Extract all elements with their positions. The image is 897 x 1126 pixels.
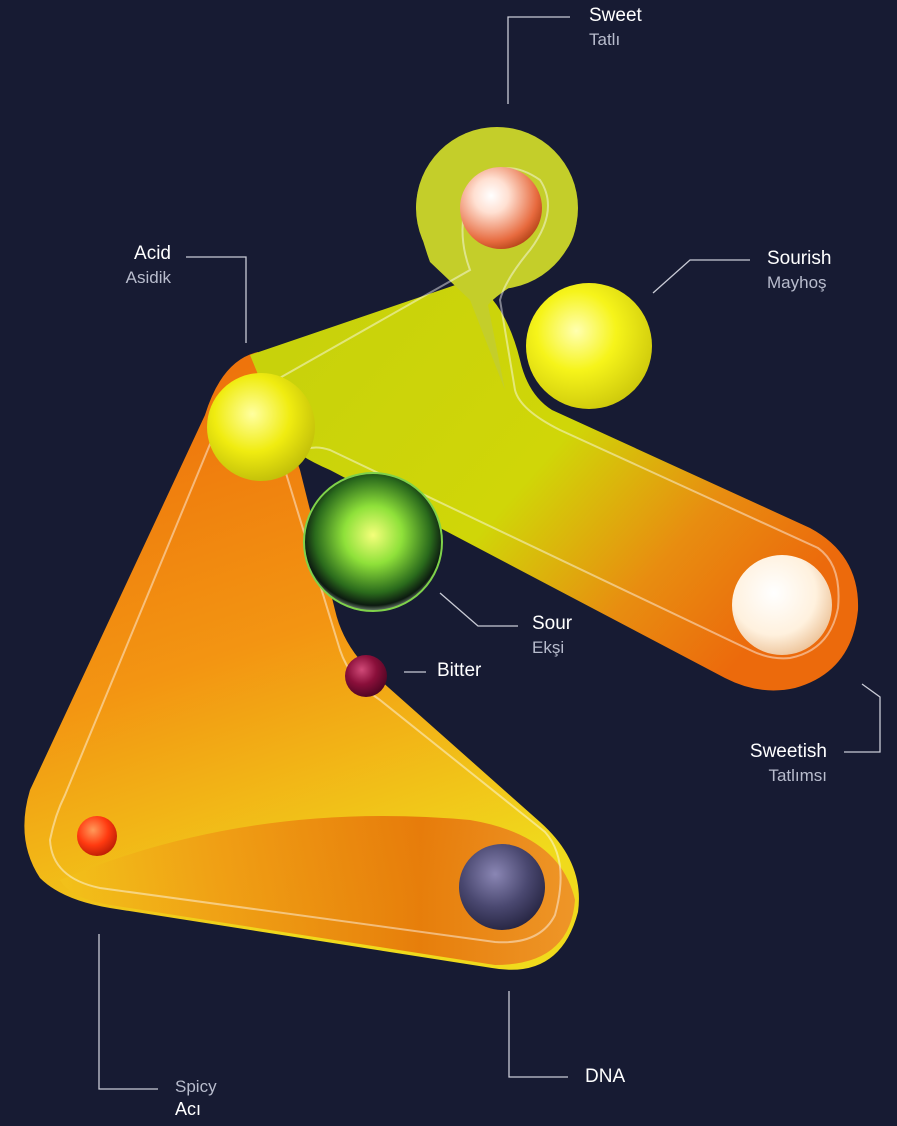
body-leg-region: [60, 816, 575, 965]
sweetish-leader-line: [844, 683, 881, 753]
sourish-leader-line: [652, 259, 750, 294]
sour-leader-line: [439, 592, 518, 627]
acid-label: Acid Asidik: [90, 242, 171, 289]
sourish-label-tr: Mayhoş: [767, 272, 827, 292]
dna-sphere: [459, 844, 545, 930]
sweet-sphere: [460, 167, 542, 249]
sweet-label-tr: Tatlı: [589, 29, 621, 49]
dna-leader-line: [508, 991, 568, 1078]
spicy-label: Spicy Acı: [175, 1076, 217, 1121]
sweet-label-en: Sweet: [589, 5, 642, 26]
spicy-sphere: [77, 816, 117, 856]
dna-label-en: DNA: [585, 1066, 626, 1087]
sourish-sphere: [526, 283, 652, 409]
acid-leader-line: [186, 256, 247, 343]
sour-sphere: [303, 472, 443, 612]
sweet-label: Sweet Tatlı: [589, 4, 642, 51]
spicy-leader-line: [98, 934, 158, 1090]
bitter-label-en: Bitter: [437, 660, 482, 681]
acid-label-en: Acid: [134, 243, 171, 264]
bitter-sphere: [345, 655, 387, 697]
sweetish-label-tr: Tatlımsı: [768, 765, 827, 785]
bitter-label: Bitter: [437, 659, 481, 684]
sweet-leader-line: [507, 16, 570, 104]
sweetish-sphere: [732, 555, 832, 655]
sourish-label-en: Sourish: [767, 248, 832, 269]
sour-label: Sour Ekşi: [532, 612, 572, 659]
inner-track-outline: [48, 167, 840, 944]
sweetish-label-en: Sweetish: [749, 741, 827, 762]
sour-label-en: Sour: [532, 613, 573, 634]
sourish-label: Sourish Mayhoş: [767, 247, 831, 294]
body-arm-region: [250, 280, 859, 691]
dna-label: DNA: [585, 1065, 625, 1090]
spicy-label-tr: Acı: [175, 1099, 202, 1120]
spicy-label-en: Spicy: [175, 1077, 217, 1096]
sour-label-tr: Ekşi: [532, 637, 565, 657]
acid-label-tr: Asidik: [125, 267, 171, 287]
sweetish-label: Sweetish Tatlımsı: [700, 740, 827, 787]
acid-sphere: [207, 373, 315, 481]
body-left-region: [24, 352, 579, 970]
